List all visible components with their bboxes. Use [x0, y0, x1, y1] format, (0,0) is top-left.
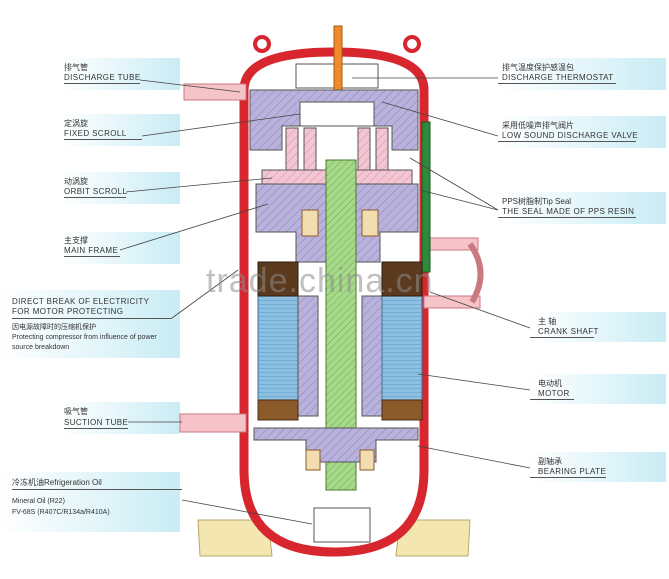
- label-suction-tube-en: SUCTION TUBE: [64, 418, 129, 427]
- end-turn-lower-right: [381, 399, 423, 421]
- underline: [64, 83, 140, 84]
- label-discharge-valve-en: LOW SOUND DISCHARGE VALVE: [502, 131, 638, 140]
- label-direct-break-desc2: source breakdown: [12, 344, 70, 351]
- base-foot-left: [197, 519, 273, 557]
- scroll-wrap-2: [303, 127, 317, 173]
- label-direct-break-line1: DIRECT BREAK OF ELECTRICITY: [12, 297, 150, 306]
- end-turn-upper-left: [257, 261, 299, 297]
- callout-box-refrigeration-oil: [0, 472, 180, 532]
- label-bearing-plate-en: BEARING PLATE: [538, 467, 607, 476]
- label-refrigeration-oil-title: 冷冻机油Refrigeration Oil: [12, 478, 102, 487]
- label-crank-shaft-cn: 主 轴: [538, 317, 557, 326]
- callout-box-fixed-scroll: [60, 114, 180, 146]
- label-main-frame-en: MAIN FRAME: [64, 246, 119, 255]
- oil-pickup: [313, 507, 371, 543]
- label-motor-cn: 电动机: [538, 379, 562, 388]
- scroll-wrap-3: [357, 127, 371, 173]
- stator-left-outer: [257, 295, 299, 417]
- watermark-text: trade.china.cn: [206, 262, 434, 300]
- stator-right-outer: [381, 295, 423, 417]
- upper-bearing-right: [361, 209, 379, 237]
- underline: [64, 256, 120, 257]
- scroll-wrap-4: [375, 127, 389, 173]
- label-discharge-thermostat-cn: 排气温度保护感温包: [502, 63, 574, 72]
- label-direct-break-cn: 因电源故障时的压缩机保护: [12, 324, 96, 331]
- label-crank-shaft-en: CRANK SHAFT: [538, 327, 599, 336]
- base-foot-right: [395, 519, 471, 557]
- label-fixed-scroll-en: FIXED SCROLL: [64, 129, 127, 138]
- label-discharge-thermostat-en: DISCHARGE THERMOSTAT: [502, 73, 614, 82]
- underline: [64, 428, 128, 429]
- label-tip-seal-en: THE SEAL MADE OF PPS RESIN: [502, 207, 635, 216]
- underline: [530, 399, 574, 400]
- side-tube-bend: [467, 242, 484, 304]
- underline: [530, 477, 606, 478]
- lower-bearing-right: [359, 449, 375, 471]
- stator-right-inner: [361, 295, 383, 417]
- label-motor-en: MOTOR: [538, 389, 570, 398]
- end-turn-lower-left: [257, 399, 299, 421]
- underline: [530, 337, 594, 338]
- callout-box-direct-break: [0, 290, 180, 358]
- upper-bearing-left: [301, 209, 319, 237]
- underline: [64, 139, 142, 140]
- underline: [64, 197, 126, 198]
- label-orbit-scroll-cn: 动涡旋: [64, 177, 88, 186]
- label-suction-tube-cn: 吸气管: [64, 407, 88, 416]
- callout-box-discharge-thermostat: [498, 58, 666, 90]
- label-bearing-plate-cn: 副轴承: [538, 457, 562, 466]
- label-refrigeration-oil-line1: Mineral Oil (R22): [12, 498, 65, 505]
- label-discharge-tube-cn: 排气管: [64, 63, 88, 72]
- callout-box-discharge-tube: [60, 58, 180, 90]
- lower-bearing-left: [305, 449, 321, 471]
- underline: [498, 83, 616, 84]
- underline: [498, 141, 636, 142]
- label-discharge-tube-en: DISCHARGE TUBE: [64, 73, 141, 82]
- label-main-frame-cn: 主支撑: [64, 236, 88, 245]
- thermostat-lead: [421, 121, 431, 273]
- end-turn-upper-right: [381, 261, 423, 297]
- underline: [498, 217, 636, 218]
- label-fixed-scroll-cn: 定涡旋: [64, 119, 88, 128]
- label-direct-break-line2: FOR MOTOR PROTECTING: [12, 307, 124, 316]
- discharge-tube: [183, 83, 247, 101]
- underline: [12, 489, 182, 490]
- bearing-plate: [253, 427, 419, 463]
- fixed-scroll-core: [299, 101, 375, 127]
- stator-left-inner: [297, 295, 319, 417]
- lifting-lug-left: [253, 35, 271, 53]
- label-direct-break-desc1: Protecting compressor from influence of …: [12, 334, 157, 341]
- suction-tube: [179, 413, 247, 433]
- underline: [12, 318, 172, 319]
- label-orbit-scroll-en: ORBIT SCROLL: [64, 187, 128, 196]
- label-discharge-valve-cn: 采用低噪声排气阀片: [502, 121, 574, 130]
- callout-box-orbit-scroll: [60, 172, 180, 204]
- callout-box-tip-seal: [498, 192, 666, 224]
- scroll-wrap-1: [285, 127, 299, 173]
- callout-box-discharge-valve: [498, 116, 666, 148]
- label-refrigeration-oil-line2: FV-68S (R407C/R134a/R410A): [12, 509, 110, 516]
- label-tip-seal-cn: PPS树脂制Tip Seal: [502, 197, 572, 206]
- lifting-lug-right: [403, 35, 421, 53]
